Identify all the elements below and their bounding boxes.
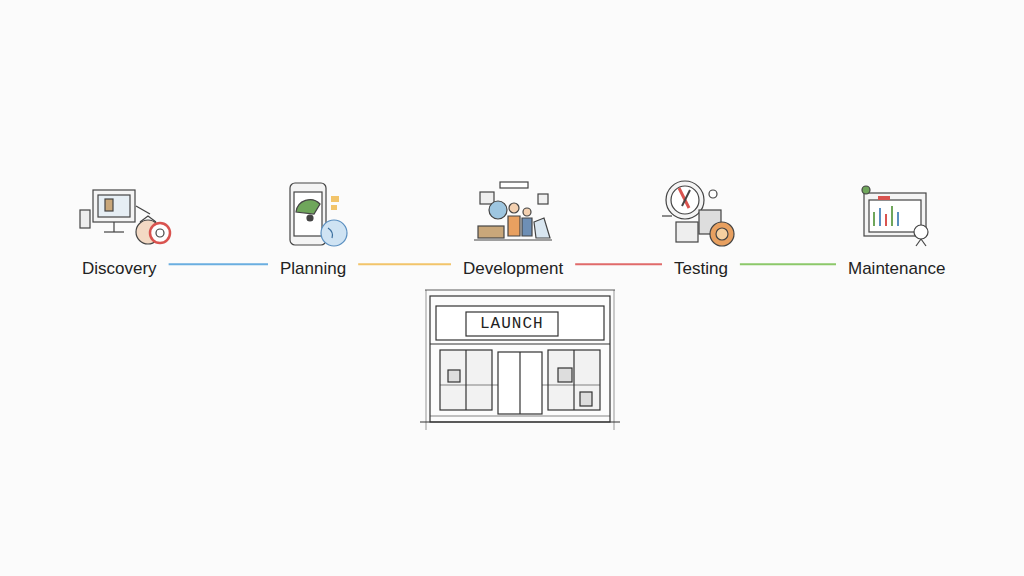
discovery-icon — [80, 190, 170, 244]
step-connector — [358, 263, 451, 265]
maintenance-icon — [862, 186, 928, 246]
step-name: Maintenance — [848, 259, 945, 279]
step-connector — [740, 263, 836, 265]
step-label: Discovery — [78, 257, 161, 281]
step-label: Testing — [670, 257, 732, 281]
step-name: Testing — [674, 259, 728, 279]
step-label: Development — [459, 257, 567, 281]
sign-text: LAUNCH — [480, 315, 544, 333]
development-icon — [474, 182, 552, 240]
step-name: Discovery — [82, 259, 157, 279]
step-name: Development — [463, 259, 563, 279]
storefront-sketch — [420, 290, 620, 430]
step-name: Planning — [280, 259, 346, 279]
testing-icon — [662, 181, 734, 246]
step-label: Planning — [276, 257, 350, 281]
planning-icon — [290, 183, 347, 246]
step-label: Maintenance — [844, 257, 949, 281]
step-connector — [169, 263, 268, 265]
step-connector — [575, 263, 662, 265]
